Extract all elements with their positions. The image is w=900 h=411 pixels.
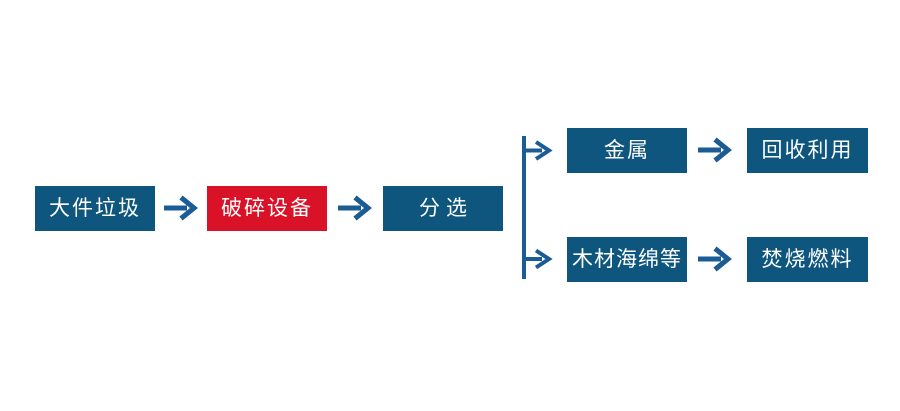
arrow-right-icon <box>336 195 374 221</box>
node-bulky-waste: 大件垃圾 <box>35 186 155 231</box>
node-recycling: 回收利用 <box>747 128 868 173</box>
branch-connector-icon <box>507 130 557 285</box>
node-sorting: 分选 <box>383 186 503 231</box>
node-wood-sponge-etc: 木材海绵等 <box>567 237 687 282</box>
arrow-right-icon <box>162 195 200 221</box>
arrow-right-icon <box>696 137 734 163</box>
arrow-right-icon <box>696 246 734 272</box>
node-metal: 金属 <box>567 128 687 173</box>
node-crushing-equipment: 破碎设备 <box>207 186 327 231</box>
node-incineration-fuel: 焚烧燃料 <box>747 237 868 282</box>
